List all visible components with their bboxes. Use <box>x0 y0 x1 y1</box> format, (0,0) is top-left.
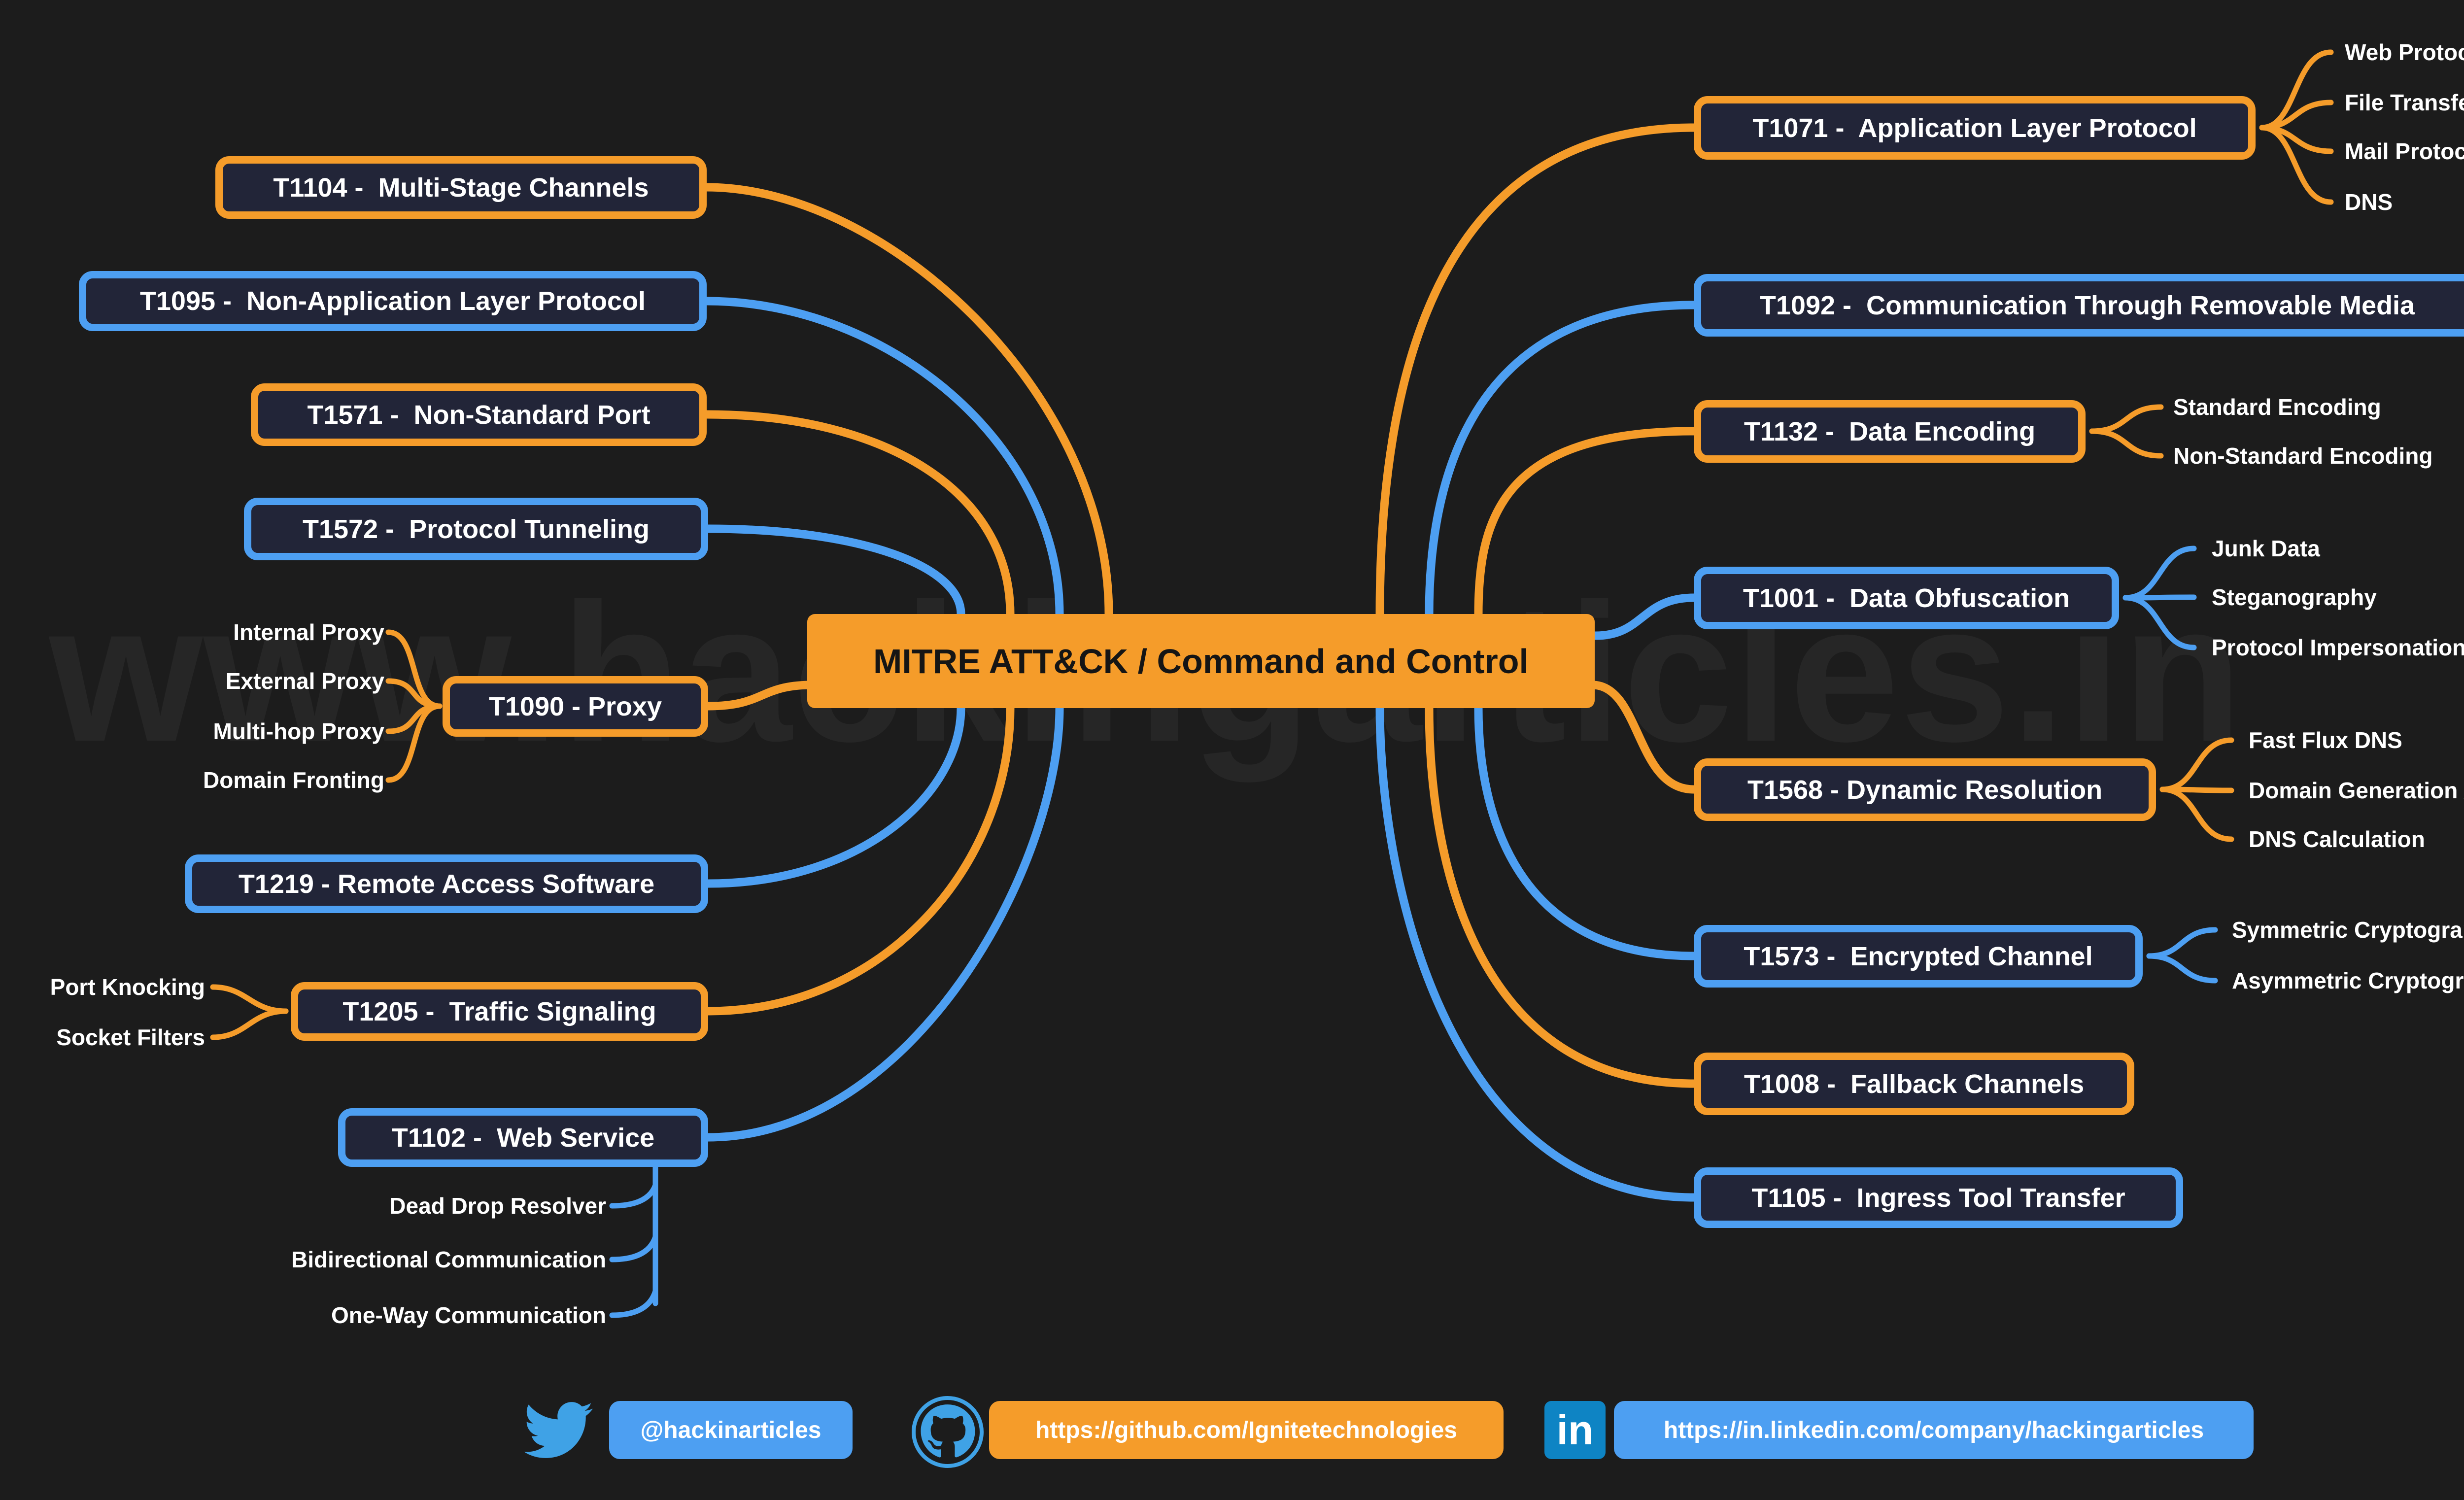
node-t1008-fallback-channels: T1008 - Fallback Channels <box>1694 1053 2134 1115</box>
sub-label-domain-generation-algorithms: Domain Generation Algorithms <box>2249 778 2464 803</box>
node-t1132-data-encoding: T1132 - Data Encoding <box>1694 400 2086 463</box>
node-t1102-web-service: T1102 - Web Service <box>338 1108 708 1167</box>
sub-label-bidirectional-communication: Bidirectional Communication <box>291 1247 606 1272</box>
sub-label-symmetric-cryptography: Symmetric Cryptography <box>2232 917 2464 943</box>
linkedin-url-link[interactable]: https://in.linkedin.com/company/hackinga… <box>1614 1401 2254 1459</box>
sub-label-fast-flux-dns: Fast Flux DNS <box>2249 727 2402 753</box>
node-t1001-data-obfuscation: T1001 - Data Obfuscation <box>1694 567 2119 629</box>
node-t1105-ingress-tool-transfer: T1105 - Ingress Tool Transfer <box>1694 1167 2183 1228</box>
sub-label-mail-protocols: Mail Protocols <box>2345 138 2464 164</box>
sub-label-dns: DNS <box>2345 189 2393 215</box>
node-t1219-remote-access-software: T1219 - Remote Access Software <box>185 854 708 913</box>
sub-label-file-transfer-protocols: File Transfer Protocols <box>2345 90 2464 115</box>
sub-label-junk-data: Junk Data <box>2212 536 2320 561</box>
sub-label-multi-hop-proxy: Multi-hop Proxy <box>213 718 384 744</box>
node-t1573-encrypted-channel: T1573 - Encrypted Channel <box>1694 925 2143 988</box>
node-t1568-dynamic-resolution: T1568 - Dynamic Resolution <box>1694 758 2156 821</box>
sub-label-external-proxy: External Proxy <box>225 668 384 694</box>
node-t1571-non-standard-port: T1571 - Non-Standard Port <box>251 383 707 446</box>
sub-label-dns-calculation: DNS Calculation <box>2249 826 2425 852</box>
sub-label-internal-proxy: Internal Proxy <box>233 619 384 645</box>
sub-label-standard-encoding: Standard Encoding <box>2173 394 2381 420</box>
sub-label-port-knocking: Port Knocking <box>50 974 205 1000</box>
sub-label-one-way-communication: One-Way Communication <box>331 1302 606 1328</box>
sub-label-domain-fronting: Domain Fronting <box>203 767 384 793</box>
node-t1092-communication-through-removable-media: T1092 - Communication Through Removable … <box>1694 274 2464 337</box>
github-icon[interactable] <box>910 1395 985 1469</box>
github-url-link[interactable]: https://github.com/Ignitetechnologies <box>989 1401 1504 1459</box>
linkedin-icon-glyph: in <box>1556 1406 1594 1453</box>
sub-label-dead-drop-resolver: Dead Drop Resolver <box>389 1193 606 1219</box>
central-topic: MITRE ATT&CK / Command and Control <box>807 614 1595 708</box>
sub-label-socket-filters: Socket Filters <box>56 1024 205 1050</box>
node-t1572-protocol-tunneling: T1572 - Protocol Tunneling <box>244 498 708 560</box>
sub-label-steganography: Steganography <box>2212 584 2377 610</box>
node-t1205-traffic-signaling: T1205 - Traffic Signaling <box>291 982 708 1041</box>
sub-label-asymmetric-cryptography: Asymmetric Cryptography <box>2232 968 2464 993</box>
twitter-handle-link[interactable]: @hackinarticles <box>609 1401 853 1459</box>
linkedin-icon[interactable]: in <box>1544 1401 1606 1459</box>
sub-label-protocol-impersonation: Protocol Impersonation <box>2212 635 2464 660</box>
twitter-icon[interactable] <box>521 1396 595 1465</box>
node-t1071-application-layer-protocol: T1071 - Application Layer Protocol <box>1694 96 2256 160</box>
node-t1095-non-application-layer-protocol: T1095 - Non-Application Layer Protocol <box>79 271 707 331</box>
sub-label-non-standard-encoding: Non-Standard Encoding <box>2173 443 2433 469</box>
sub-label-web-protocols: Web Protocols <box>2345 39 2464 65</box>
node-t1090-proxy: T1090 - Proxy <box>443 676 708 737</box>
node-t1104-multi-stage-channels: T1104 - Multi-Stage Channels <box>215 156 707 219</box>
